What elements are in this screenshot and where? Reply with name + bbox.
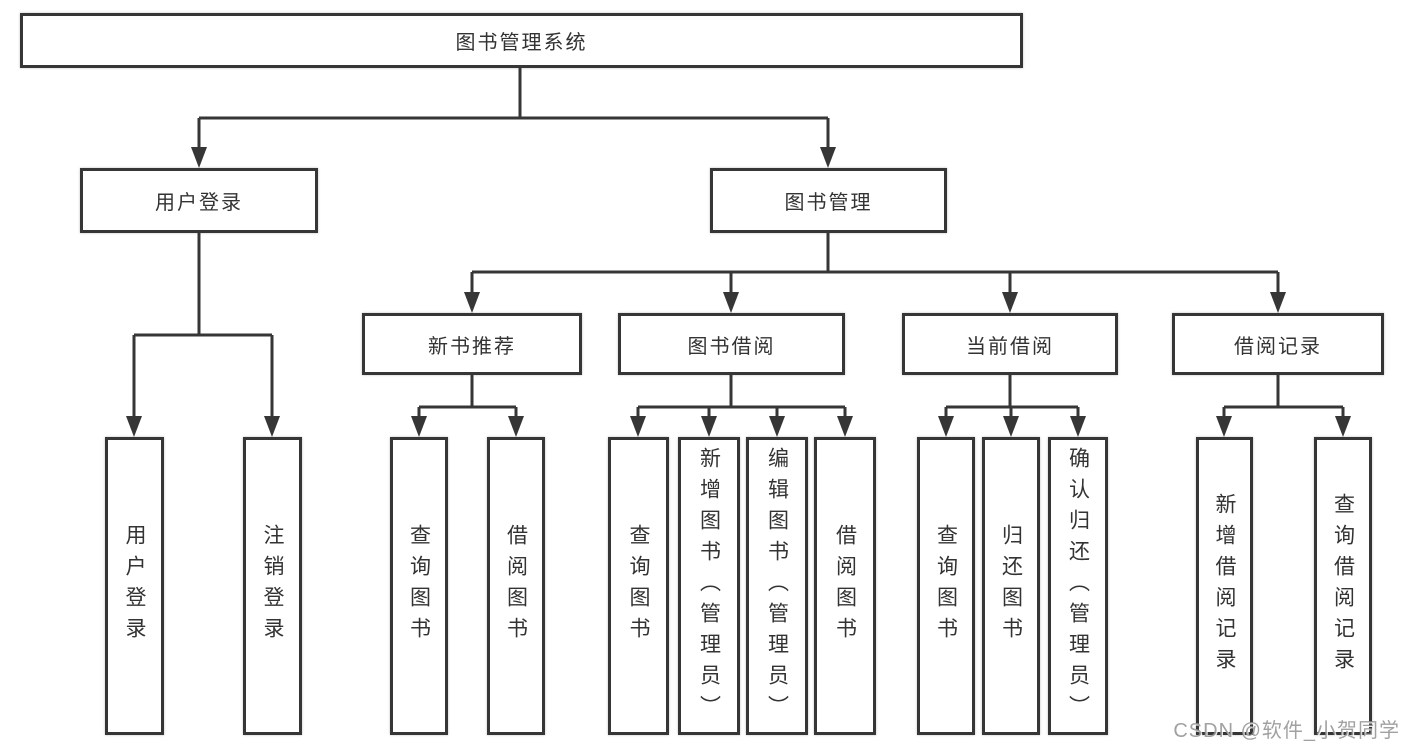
- edge-new-book-to-leaves: [411, 375, 524, 437]
- node-label: 新增图书（管理员）: [697, 446, 721, 726]
- arrowhead: [723, 292, 739, 313]
- node-current-borrow: 当前借阅: [902, 313, 1118, 375]
- node-book-management: 图书管理: [710, 168, 947, 233]
- arrowhead: [630, 416, 646, 437]
- arrowhead: [411, 416, 427, 437]
- node-label: 图书管理系统: [455, 32, 588, 54]
- arrowhead: [820, 147, 836, 168]
- node-user-login: 用户登录: [80, 168, 318, 233]
- leaf-user-login: 用户登录: [105, 437, 164, 735]
- node-label: 查询图书: [627, 524, 650, 648]
- node-label: 图书管理: [784, 192, 873, 214]
- edge-current-borrow-to-leaves: [938, 375, 1086, 437]
- node-label: 查询借阅记录: [1331, 493, 1355, 679]
- leaf-query-books-current: 查询图书: [917, 437, 975, 735]
- node-label: 查询图书: [934, 524, 958, 648]
- node-label: 借阅图书: [504, 524, 528, 648]
- node-label: 用户登录: [155, 192, 243, 214]
- node-label: 当前借阅: [966, 335, 1054, 358]
- edge-borrow-records-to-leaves: [1216, 375, 1351, 437]
- arrowhead: [1002, 292, 1018, 313]
- arrowhead: [1270, 292, 1286, 313]
- arrowhead: [264, 416, 280, 437]
- arrowhead: [1216, 416, 1232, 437]
- node-library-management-system: 图书管理系统: [20, 13, 1023, 68]
- node-label: 查询图书: [407, 524, 431, 648]
- node-label: 编辑图书（管理员）: [765, 446, 789, 726]
- leaf-query-borrow-record: 查询借阅记录: [1314, 437, 1372, 735]
- node-label: 新书推荐: [428, 335, 516, 358]
- node-book-borrow: 图书借阅: [618, 313, 845, 375]
- node-label: 用户登录: [123, 524, 146, 648]
- edge-book-borrow-to-leaves: [630, 375, 853, 437]
- arrowhead: [701, 416, 717, 437]
- node-new-book-recommend: 新书推荐: [362, 313, 582, 375]
- csdn-watermark: CSDN @软件_小贺同学: [1173, 720, 1400, 742]
- node-label: 新增借阅记录: [1213, 493, 1236, 679]
- arrowhead: [769, 416, 785, 437]
- arrowhead: [837, 416, 853, 437]
- node-borrow-records: 借阅记录: [1172, 313, 1384, 375]
- edge-book-management-to-level3: [464, 233, 1286, 313]
- leaf-return-books: 归还图书: [982, 437, 1040, 735]
- leaf-confirm-return-admin: 确认归还（管理员）: [1048, 437, 1108, 735]
- arrowhead: [938, 416, 954, 437]
- arrowhead: [126, 416, 142, 437]
- leaf-borrow-books-recommend: 借阅图书: [487, 437, 545, 735]
- node-label: 图书借阅: [687, 335, 776, 358]
- edge-root-to-level2: [191, 68, 836, 168]
- leaf-logout: 注销登录: [243, 437, 302, 735]
- node-label: 确认归还（管理员）: [1066, 446, 1090, 726]
- arrowhead: [1003, 416, 1019, 437]
- node-label: 借阅记录: [1234, 335, 1322, 358]
- node-label: 归还图书: [999, 524, 1023, 648]
- edge-user-login-to-leaves: [126, 233, 280, 437]
- arrowhead: [1335, 416, 1351, 437]
- node-label: 借阅图书: [833, 524, 857, 648]
- leaf-borrow-books: 借阅图书: [814, 437, 876, 735]
- leaf-query-books-borrow: 查询图书: [608, 437, 669, 735]
- arrowhead: [508, 416, 524, 437]
- leaf-edit-book-admin: 编辑图书（管理员）: [746, 437, 808, 735]
- leaf-query-books-recommend: 查询图书: [390, 437, 448, 735]
- arrowhead: [464, 292, 480, 313]
- arrowhead: [191, 147, 207, 168]
- leaf-add-book-admin: 新增图书（管理员）: [678, 437, 740, 735]
- leaf-add-borrow-record: 新增借阅记录: [1196, 437, 1253, 735]
- arrowhead: [1070, 416, 1086, 437]
- node-label: 注销登录: [261, 524, 284, 648]
